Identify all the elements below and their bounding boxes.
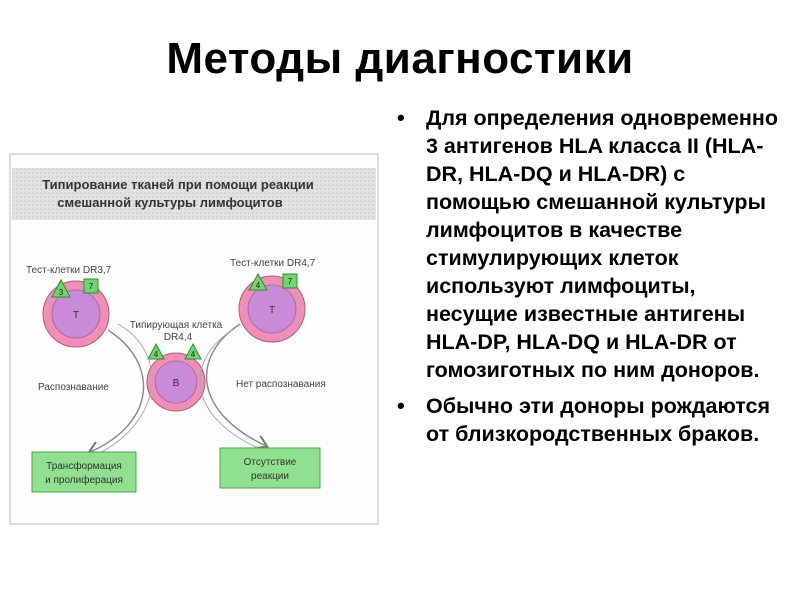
cell-t-label: T <box>73 310 79 321</box>
typing-cell-label-line2: DR4,4 <box>164 332 193 343</box>
result-right-line2: реакции <box>251 471 289 482</box>
antigen-7-right: 7 <box>283 274 297 288</box>
result-left-line2: и пролиферация <box>45 474 123 486</box>
slide-title: Методы диагностики <box>0 34 800 84</box>
result-right-line1: Отсутствие <box>244 457 297 468</box>
bullet-text: Для определения одновременно 3 антигенов… <box>426 106 778 382</box>
bullet-text: Обычно эти доноры рождаются от близкород… <box>426 394 770 446</box>
bullet-list: • Для определения одновременно 3 антиген… <box>392 104 792 456</box>
result-left-line1: Трансформация <box>46 460 122 472</box>
cell-b-label: B <box>173 378 180 389</box>
bullet-dot-icon: • <box>397 104 405 132</box>
mlc-typing-diagram: Типирование тканей при помощи реакции см… <box>8 152 380 530</box>
result-no-reaction-box: Отсутствие реакции <box>220 448 320 488</box>
diagram-heading-line2: смешанной культуры лимфоцитов <box>57 195 282 210</box>
svg-text:4: 4 <box>191 350 196 359</box>
svg-text:7: 7 <box>288 277 293 286</box>
bullet-dot-icon: • <box>397 392 405 420</box>
cell-t-label: T <box>269 305 275 316</box>
typing-cell: B <box>147 353 205 411</box>
svg-text:4: 4 <box>154 350 159 359</box>
typing-cell-label-line1: Типирующая клетка <box>130 320 223 331</box>
test-cell-left-label: Тест-клетки DR3,7 <box>26 265 112 276</box>
svg-text:3: 3 <box>59 288 64 297</box>
recognition-label: Распознавание <box>38 382 109 393</box>
diagram-heading-line1: Типирование тканей при помощи реакции <box>42 177 314 192</box>
antigen-7-left: 7 <box>84 279 98 293</box>
test-cell-left: T <box>43 281 109 347</box>
result-transformation-box: Трансформация и пролиферация <box>32 452 136 492</box>
heading-band <box>12 168 376 220</box>
no-recognition-label: Нет распознавания <box>236 379 326 390</box>
svg-text:7: 7 <box>89 282 94 291</box>
bullet-item: • Обычно эти доноры рождаются от близкор… <box>392 392 792 448</box>
test-cell-right-label: Тест-клетки DR4,7 <box>230 258 316 269</box>
svg-text:4: 4 <box>256 281 261 290</box>
bullet-item: • Для определения одновременно 3 антиген… <box>392 104 792 384</box>
